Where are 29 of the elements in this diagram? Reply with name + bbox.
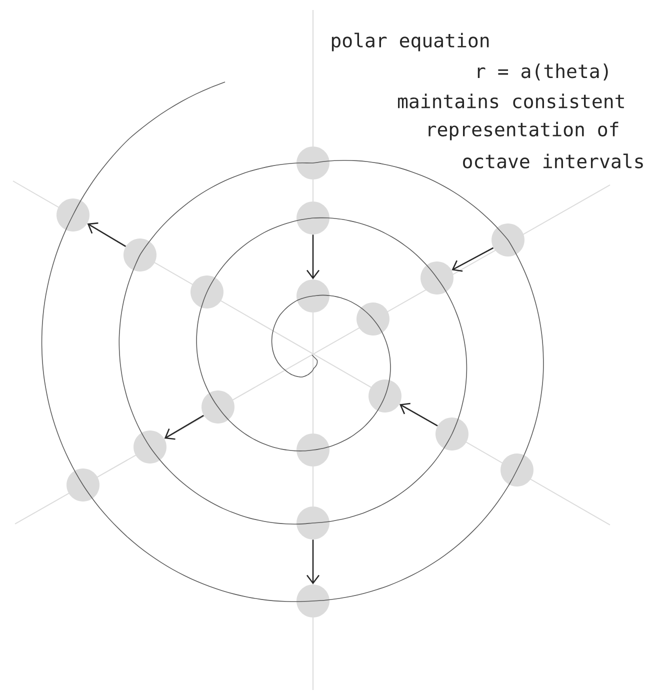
intersection-dot xyxy=(124,238,156,272)
intersection-dot xyxy=(56,198,90,232)
arrow xyxy=(452,247,494,272)
intersection-dot xyxy=(368,380,402,412)
note-text: octave intervals xyxy=(463,154,643,168)
intersection-dot xyxy=(296,280,330,312)
arrow xyxy=(164,414,204,440)
intersection-dot xyxy=(420,262,454,294)
intersection-dot xyxy=(296,146,330,180)
note-text: representation of xyxy=(428,122,618,140)
note-text: maintains consistent xyxy=(398,94,624,108)
arrow xyxy=(306,540,320,584)
intersection-dot xyxy=(66,468,100,502)
intersection-dot xyxy=(202,390,234,424)
intersection-dot xyxy=(436,418,468,450)
arrow xyxy=(400,402,438,426)
intersection-dot xyxy=(492,224,524,256)
intersection-dot xyxy=(500,454,534,486)
intersection-dot xyxy=(296,506,330,540)
intersection-dot xyxy=(190,276,224,308)
arrow xyxy=(306,234,320,280)
arrow xyxy=(87,222,126,247)
intersection-dot xyxy=(296,434,330,466)
intersection-dot xyxy=(296,202,330,234)
intersection-dot xyxy=(356,302,390,336)
intersection-dot xyxy=(296,584,330,618)
note-text: polar equation xyxy=(332,32,489,52)
intersection-dot xyxy=(134,430,166,464)
note-text: r = a(theta) xyxy=(478,64,608,80)
